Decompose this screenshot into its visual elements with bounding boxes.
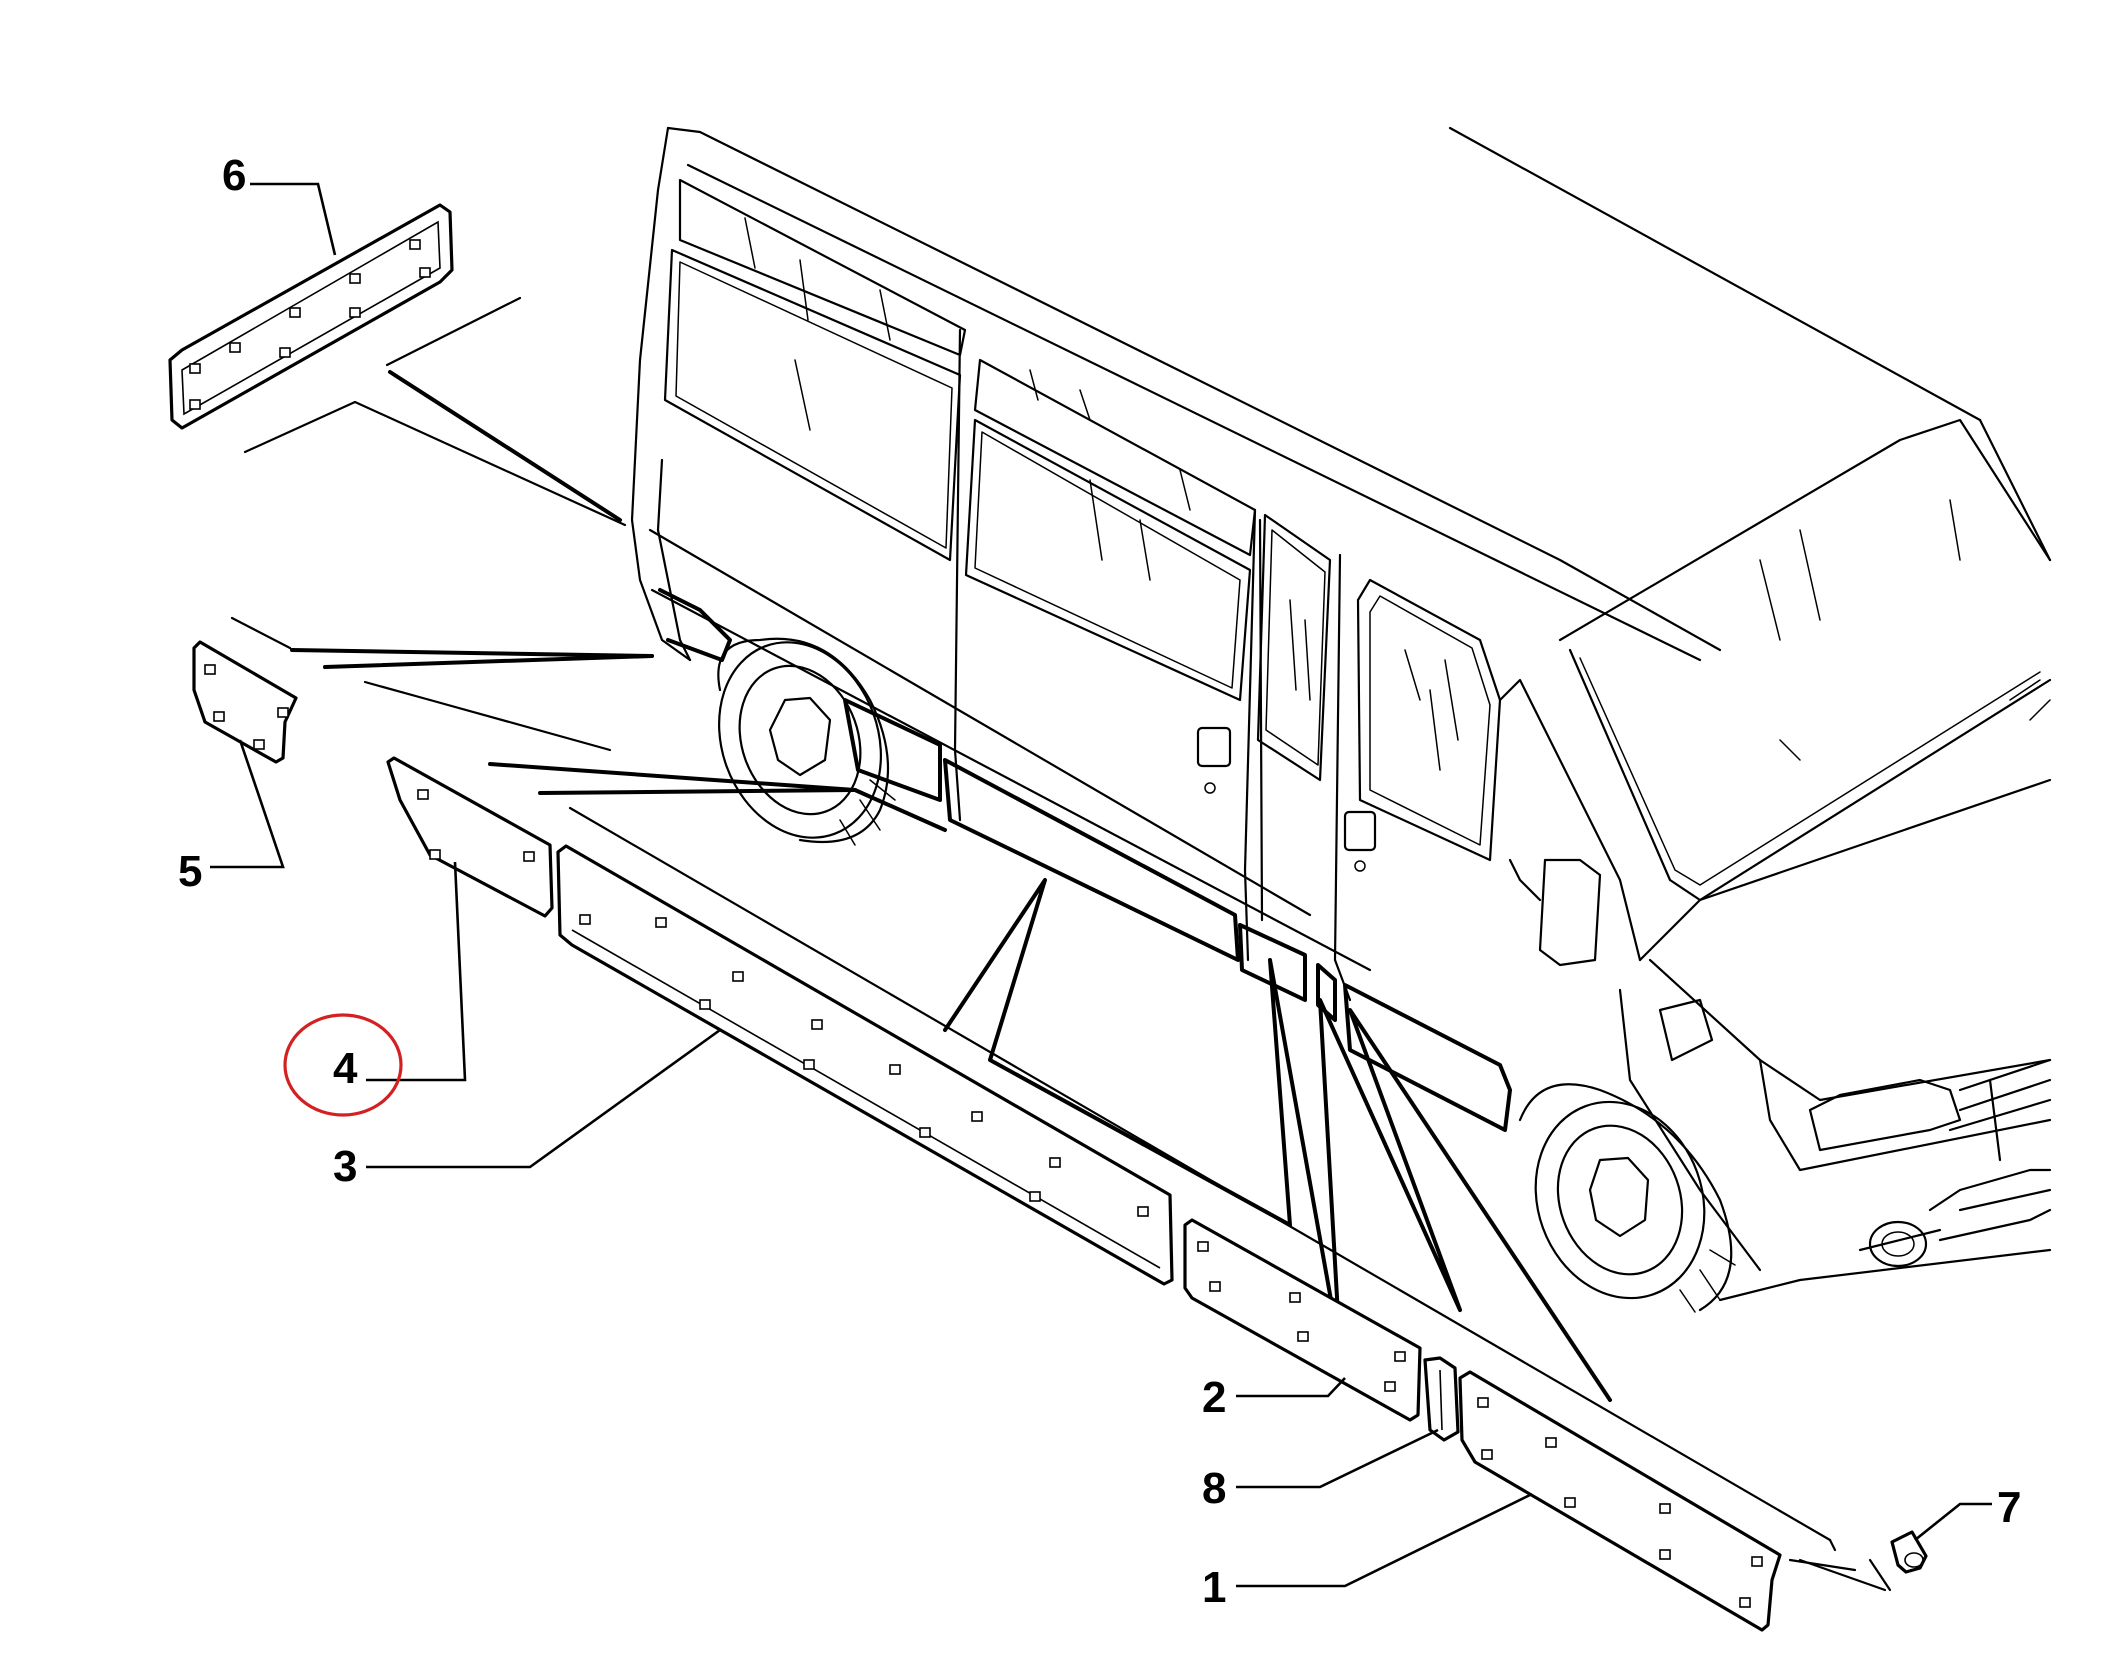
projection-lines: [230, 296, 1892, 1592]
leader-1: [1236, 1492, 1533, 1588]
part-1-front-side-molding-icon: [1458, 1370, 1782, 1632]
callout-1: 1: [1202, 1563, 1226, 1612]
callout-4: 4: [333, 1044, 358, 1093]
leader-8: [1236, 1428, 1439, 1489]
front-wheel-icon: [1518, 1083, 1736, 1313]
leader-7: [1914, 1502, 1992, 1542]
part-5-rear-corner-molding-icon: [192, 640, 298, 764]
leader-3: [366, 1028, 721, 1169]
callout-3: 3: [333, 1142, 357, 1191]
part-2-door-molding-icon: [1183, 1218, 1422, 1422]
part-3-long-side-molding-icon: [556, 844, 1174, 1286]
part-8-joint-piece-icon: [1423, 1356, 1460, 1442]
leader-4: [366, 861, 467, 1082]
highlight-circle: [283, 1013, 403, 1117]
callout-7: 7: [1997, 1483, 2021, 1532]
callout-6: 6: [222, 151, 246, 200]
callout-labels: 6 5 4 3 2 8 1 7: [178, 151, 2021, 1612]
installed-moldings: [658, 588, 1512, 1132]
leader-6: [250, 182, 337, 256]
part-7-clip-fastener-icon: [1890, 1530, 1928, 1574]
callout-2: 2: [1202, 1373, 1226, 1422]
rear-wheel-icon: [717, 637, 896, 846]
part-6-roof-molding-icon: [168, 203, 454, 430]
part-4-rear-side-molding-icon: [386, 756, 554, 918]
van-outline-icon: [630, 126, 2052, 1302]
callout-8: 8: [1202, 1464, 1226, 1513]
callout-5: 5: [178, 847, 202, 896]
leader-2: [1236, 1377, 1346, 1398]
leader-5: [210, 739, 285, 869]
